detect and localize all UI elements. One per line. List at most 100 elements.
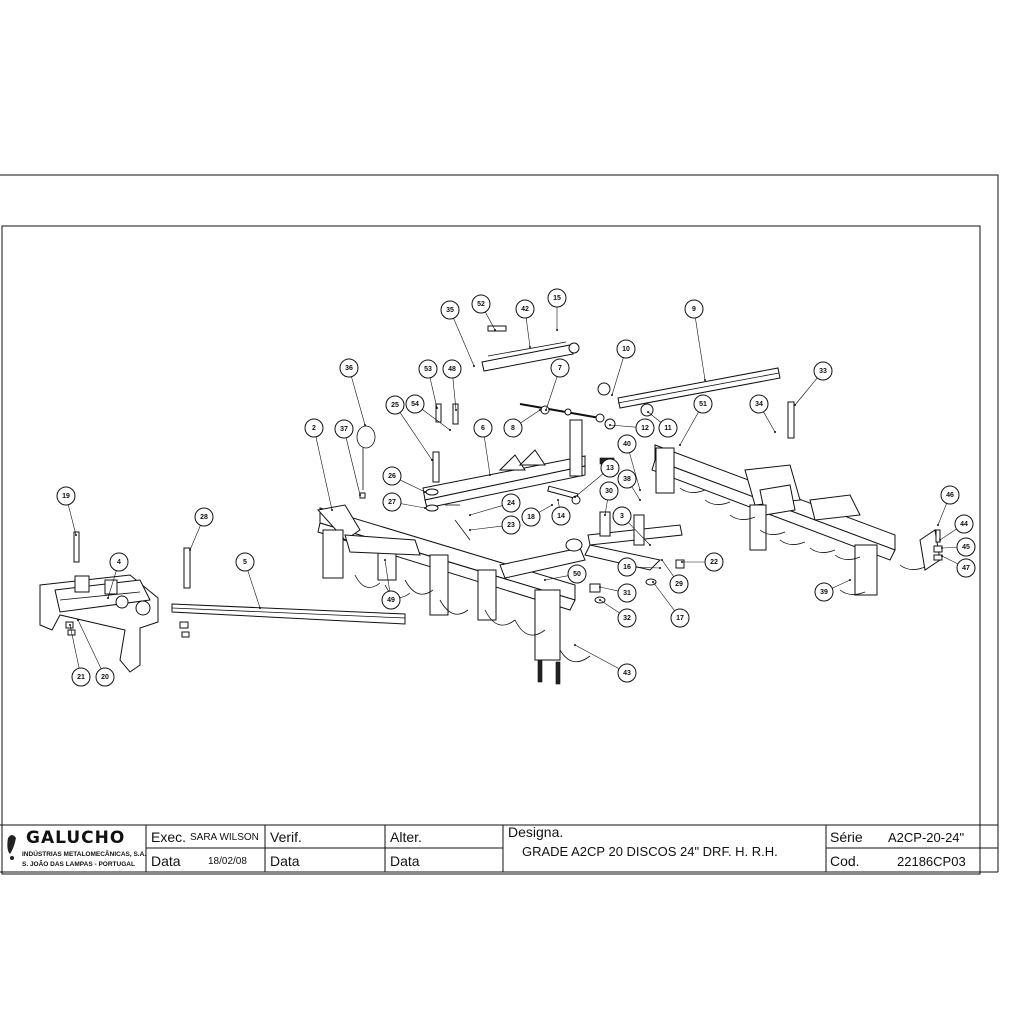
callout-16: 16: [617, 557, 661, 577]
callout-balloon: [684, 299, 704, 319]
callout-balloon: [56, 486, 76, 506]
leader-dot: [424, 507, 426, 509]
leader-line: [599, 586, 619, 592]
leader-line: [429, 377, 438, 409]
leader-dot: [849, 579, 851, 581]
callout-balloon: [599, 481, 619, 501]
part-bushing-11: [640, 403, 654, 417]
leader-line: [599, 599, 620, 614]
callout-balloon: [440, 300, 460, 320]
callout-number: 13: [606, 465, 614, 472]
company-line-2: S. JOÃO DAS LAMPAS - PORTUGAL: [22, 861, 135, 868]
leader-dot: [681, 561, 683, 563]
leader-line: [469, 525, 503, 531]
callout-50: 50: [544, 564, 587, 584]
callout-balloon: [109, 552, 129, 572]
leader-line: [628, 522, 651, 546]
callout-balloon: [658, 418, 678, 438]
callout-number: 23: [507, 522, 515, 529]
leader-line: [77, 619, 102, 669]
callout-number: 34: [755, 401, 763, 408]
leader-line: [452, 377, 457, 411]
callout-number: 2: [312, 425, 316, 432]
leader-dot: [473, 365, 475, 367]
leader-line: [351, 376, 366, 426]
callout-balloon: [304, 418, 324, 438]
callout-number: 53: [424, 366, 432, 373]
leader-line: [609, 424, 637, 428]
callout-number: 19: [62, 493, 70, 500]
callout-number: 28: [200, 514, 208, 521]
callout-5: 5: [235, 552, 261, 609]
callout-number: 15: [553, 295, 561, 302]
designa-value: GRADE A2CP 20 DISCOS 24" DRF. H. R.H.: [522, 844, 778, 859]
leader-dot: [359, 494, 361, 496]
part-main-frame-left: [317, 504, 591, 685]
callout-number: 54: [411, 401, 419, 408]
callout-46: 46: [937, 485, 960, 526]
leader-line: [557, 499, 560, 508]
leader-dot: [941, 547, 943, 549]
leader-dot: [647, 411, 649, 413]
leader-dot: [489, 474, 491, 476]
callout-22: 22: [681, 552, 724, 572]
part-bolt-19: [73, 531, 80, 563]
callout-4: 4: [107, 552, 129, 599]
leader-line: [399, 479, 426, 493]
leader-dot: [937, 524, 939, 526]
callout-53: 53: [418, 359, 438, 409]
leader-dot: [639, 499, 641, 501]
leader-dot: [529, 346, 531, 348]
part-axle-7: [519, 403, 601, 419]
exec-value: SARA WILSON: [190, 832, 259, 843]
callout-number: 52: [477, 301, 485, 308]
callout-6: 6: [473, 418, 493, 476]
callout-balloon: [382, 466, 402, 486]
exec-data-value: 18/02/08: [208, 856, 247, 867]
callout-balloon: [521, 507, 541, 527]
callout-27: 27: [382, 492, 426, 512]
callout-30: 30: [599, 481, 619, 516]
leader-dot: [424, 491, 426, 493]
leader-line: [941, 555, 959, 565]
callout-number: 35: [446, 307, 454, 314]
title-block-frame: [0, 824, 998, 873]
callout-2: 2: [304, 418, 333, 511]
exec-label: Exec.: [151, 829, 187, 845]
callout-44: 44: [939, 514, 974, 541]
callout-40: 40: [617, 434, 641, 491]
leader-line: [485, 311, 496, 331]
leader-dot: [574, 644, 576, 646]
leader-line: [469, 505, 503, 516]
leader-line: [939, 528, 957, 541]
leader-dot: [75, 534, 77, 536]
leader-dot: [659, 567, 661, 569]
leader-dot: [544, 579, 546, 581]
callout-balloon: [501, 493, 521, 513]
callout-54: 54: [405, 394, 451, 431]
leader-dot: [556, 329, 558, 331]
callout-balloon: [339, 358, 359, 378]
leader-dot: [551, 504, 553, 506]
callout-number: 27: [388, 499, 396, 506]
callout-balloon: [612, 506, 632, 526]
callout-number: 26: [388, 473, 396, 480]
callout-number: 8: [511, 425, 515, 432]
callout-10: 10: [611, 339, 636, 396]
callout-39: 39: [814, 579, 851, 602]
callout-number: 43: [623, 670, 631, 677]
callout-balloon: [547, 288, 567, 308]
callout-balloon: [617, 434, 637, 454]
callout-balloon: [956, 558, 976, 578]
callout-8: 8: [503, 409, 541, 438]
brand-name: GALUCHO: [26, 828, 126, 848]
part-pin-33: [787, 401, 795, 439]
callout-9: 9: [684, 299, 706, 381]
leader-line: [832, 579, 851, 589]
callout-balloon: [95, 667, 115, 687]
exploded-assembly: [39, 325, 943, 685]
leader-dot: [794, 404, 796, 406]
leader-dot: [431, 459, 433, 461]
